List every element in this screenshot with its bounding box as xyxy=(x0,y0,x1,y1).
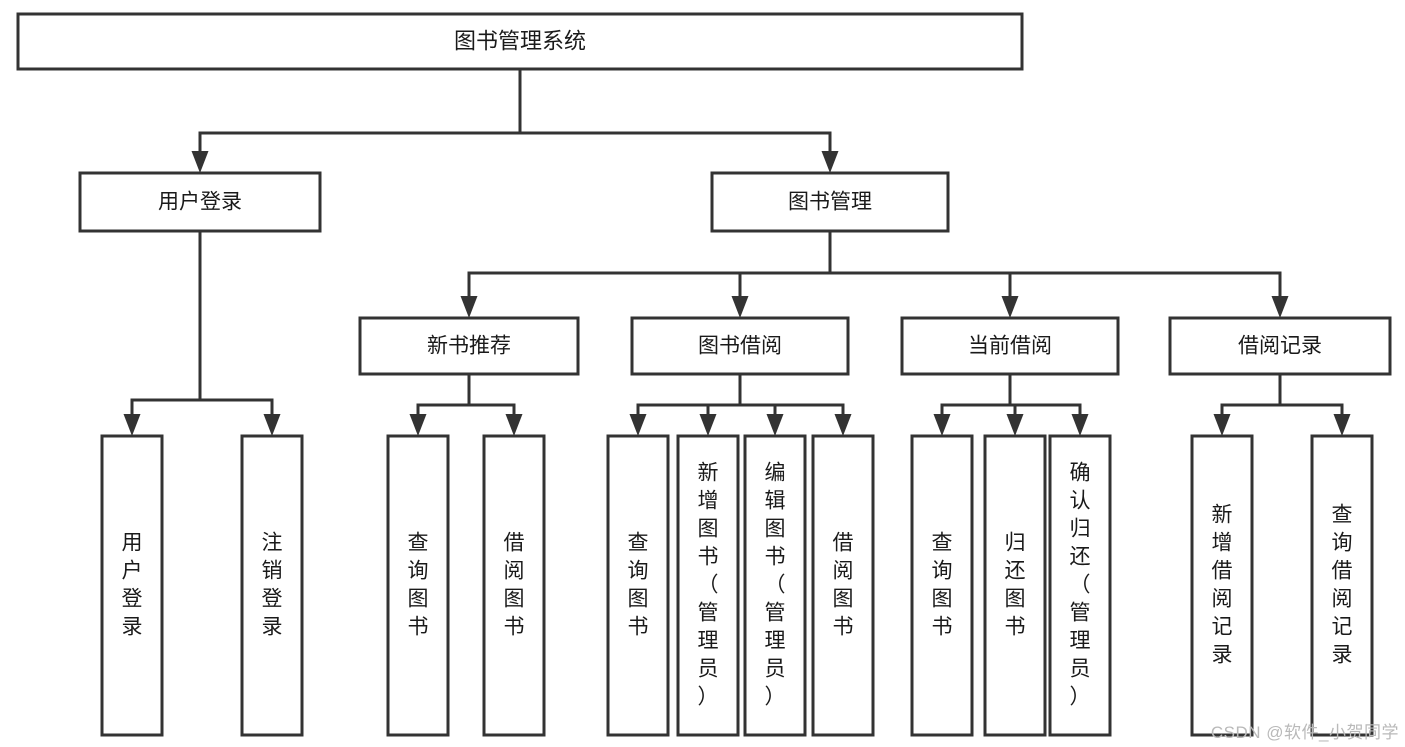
node-box xyxy=(630,316,850,376)
node-leaf-user-login[interactable]: 用户登录 xyxy=(100,434,164,737)
node-label: 新书推荐 xyxy=(427,335,511,358)
node-leaf-borrow-book-nb[interactable]: 借阅图书 xyxy=(482,434,546,737)
node-box xyxy=(983,434,1047,737)
node-box xyxy=(811,434,875,737)
arrow-head-icon xyxy=(263,414,281,436)
arrow-head-icon xyxy=(505,414,523,436)
conn-bookmanage-to-level2 xyxy=(460,229,1289,318)
node-layer: 图书管理系统用户登录图书管理新书推荐图书借阅当前借阅借阅记录用户登录注销登录查询… xyxy=(16,12,1392,737)
node-new-book-recommend[interactable]: 新书推荐 xyxy=(358,316,580,376)
arrow-head-icon xyxy=(933,414,951,436)
node-box xyxy=(482,434,546,737)
arrow-head-icon xyxy=(1213,414,1231,436)
node-label: 查询图书 xyxy=(628,531,649,638)
node-label: 图书管理系统 xyxy=(454,28,586,53)
node-label: 用户登录 xyxy=(158,191,242,214)
node-leaf-query-book-cb[interactable]: 查询图书 xyxy=(910,434,974,737)
node-book-borrow[interactable]: 图书借阅 xyxy=(630,316,850,376)
watermark-label: CSDN @软件_小贺同学 xyxy=(1210,723,1399,742)
node-box xyxy=(386,434,450,737)
node-leaf-query-book-nb[interactable]: 查询图书 xyxy=(386,434,450,737)
node-book-manage[interactable]: 图书管理 xyxy=(710,171,950,233)
node-label: 编辑图书（管理员） xyxy=(765,461,786,708)
arrow-head-icon xyxy=(1071,414,1089,436)
node-label: 图书借阅 xyxy=(698,335,782,358)
node-label: 查询图书 xyxy=(932,531,953,638)
node-box xyxy=(676,434,740,737)
node-label: 新增借阅记录 xyxy=(1212,503,1233,666)
conn-borrowrecord-to-leaves xyxy=(1213,372,1351,436)
connector-layer xyxy=(123,67,1351,436)
arrow-head-icon xyxy=(191,151,209,173)
node-leaf-return-book[interactable]: 归还图书 xyxy=(983,434,1047,737)
node-label: 用户登录 xyxy=(122,531,143,638)
arrow-head-icon xyxy=(409,414,427,436)
node-label: 当前借阅 xyxy=(968,335,1052,358)
node-label: 新增图书（管理员） xyxy=(698,461,719,708)
node-box xyxy=(78,171,322,233)
node-box xyxy=(1310,434,1374,737)
node-box xyxy=(710,171,950,233)
arrow-head-icon xyxy=(460,296,478,318)
arrow-head-icon xyxy=(1271,296,1289,318)
node-leaf-query-borrow-record[interactable]: 查询借阅记录 xyxy=(1310,434,1374,737)
node-label: 查询借阅记录 xyxy=(1332,503,1353,666)
node-label: 查询图书 xyxy=(408,531,429,638)
node-box xyxy=(1168,316,1392,376)
node-box xyxy=(16,12,1024,71)
node-leaf-confirm-return[interactable]: 确认归还（管理员） xyxy=(1048,434,1112,737)
node-box xyxy=(100,434,164,737)
conn-userlogin-to-leaves xyxy=(123,229,281,436)
node-box xyxy=(1048,434,1112,737)
node-box xyxy=(910,434,974,737)
node-user-login[interactable]: 用户登录 xyxy=(78,171,322,233)
node-label: 借阅记录 xyxy=(1238,335,1322,358)
node-label: 注销登录 xyxy=(262,531,283,638)
node-box xyxy=(1190,434,1254,737)
node-box xyxy=(240,434,304,737)
node-label: 借阅图书 xyxy=(504,531,525,638)
node-label: 图书管理 xyxy=(788,191,872,214)
arrow-head-icon xyxy=(1333,414,1351,436)
node-box xyxy=(606,434,670,737)
node-box xyxy=(900,316,1120,376)
node-root[interactable]: 图书管理系统 xyxy=(16,12,1024,71)
node-label: 确认归还（管理员） xyxy=(1070,461,1091,708)
arrow-head-icon xyxy=(821,151,839,173)
arrow-head-icon xyxy=(629,414,647,436)
node-leaf-borrow-book-bb[interactable]: 借阅图书 xyxy=(811,434,875,737)
node-leaf-user-logout[interactable]: 注销登录 xyxy=(240,434,304,737)
node-label: 归还图书 xyxy=(1005,531,1026,638)
conn-currentborrow-to-leaves xyxy=(933,372,1089,436)
conn-root-to-level1 xyxy=(191,67,839,173)
node-box xyxy=(358,316,580,376)
arrow-head-icon xyxy=(834,414,852,436)
node-label: 借阅图书 xyxy=(833,531,854,638)
node-leaf-edit-book-admin[interactable]: 编辑图书（管理员） xyxy=(743,434,807,737)
arrow-head-icon xyxy=(123,414,141,436)
arrow-head-icon xyxy=(1006,414,1024,436)
node-borrow-record[interactable]: 借阅记录 xyxy=(1168,316,1392,376)
conn-bookborrow-to-leaves xyxy=(629,372,852,436)
arrow-head-icon xyxy=(766,414,784,436)
node-leaf-add-book-admin[interactable]: 新增图书（管理员） xyxy=(676,434,740,737)
node-leaf-add-borrow-record[interactable]: 新增借阅记录 xyxy=(1190,434,1254,737)
arrow-head-icon xyxy=(731,296,749,318)
arrow-head-icon xyxy=(699,414,717,436)
node-leaf-query-book-bb[interactable]: 查询图书 xyxy=(606,434,670,737)
arrow-head-icon xyxy=(1001,296,1019,318)
conn-newbook-to-leaves xyxy=(409,372,523,436)
node-current-borrow[interactable]: 当前借阅 xyxy=(900,316,1120,376)
node-box xyxy=(743,434,807,737)
